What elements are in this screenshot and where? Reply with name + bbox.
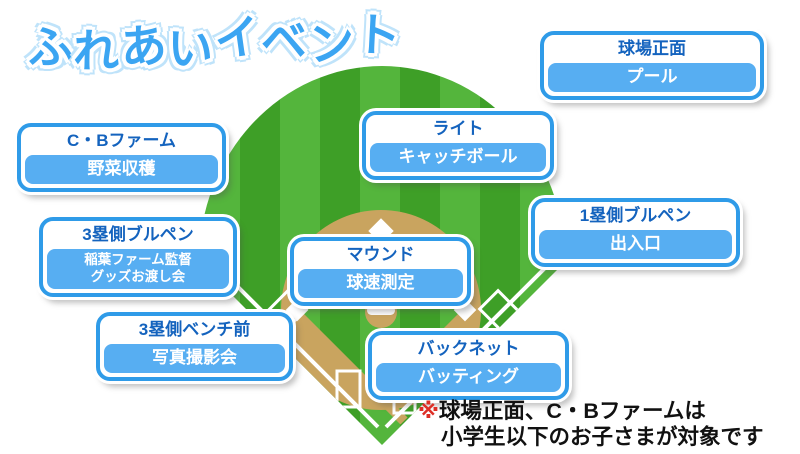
- callout-cb-farm: C・Bファーム 野菜収穫: [17, 123, 226, 192]
- location-label: ライト: [432, 119, 484, 138]
- callout-entrance: 球場正面 プール: [540, 31, 764, 100]
- callout-mound: マウンド 球速測定: [290, 237, 471, 306]
- note-line-1: ※球場正面、C・Bファームは: [418, 399, 764, 425]
- activity-line-2: グッズお渡し会: [90, 268, 186, 284]
- title-char: ト: [353, 8, 404, 63]
- location-label: 1塁側ブルペン: [579, 206, 692, 225]
- activity-label: キャッチボール: [370, 142, 546, 172]
- note-line-1-text: 球場正面、C・Bファームは: [438, 399, 706, 423]
- callout-bullpen-3: 3塁側ブルペン 稲葉ファーム監督 グッズお渡し会: [39, 217, 237, 298]
- location-label: バックネット: [417, 339, 520, 358]
- note-marker: ※: [418, 399, 439, 423]
- event-title: ふれあいイベント: [24, 0, 404, 77]
- pitching-rubber: [367, 306, 395, 315]
- activity-label: プール: [548, 62, 756, 92]
- title-char: あ: [118, 18, 170, 75]
- location-label: 球場正面: [618, 39, 686, 58]
- title-char: れ: [72, 24, 121, 78]
- activity-label: 出入口: [539, 229, 732, 259]
- callout-bullpen-1: 1塁側ブルペン 出入口: [531, 198, 740, 267]
- title-char: イ: [211, 9, 265, 68]
- note-line-2: 小学生以下のお子さまが対象です: [441, 424, 764, 449]
- activity-label: 野菜収穫: [25, 154, 218, 184]
- callout-right-field: ライト キャッチボール: [362, 111, 554, 180]
- title-char: ベ: [260, 13, 309, 68]
- activity-label: 写真撮影会: [104, 343, 285, 373]
- callout-bench-3: 3塁側ベンチ前 写真撮影会: [96, 312, 293, 381]
- location-label: 3塁側ブルペン: [82, 225, 194, 244]
- batter-box-left: [335, 369, 362, 409]
- title-char: ン: [305, 14, 359, 72]
- location-label: マウンド: [346, 245, 415, 264]
- location-label: 3塁側ベンチ前: [138, 320, 251, 339]
- activity-line-1: 稲葉ファーム監督: [84, 251, 192, 267]
- foul-line-left: [207, 256, 380, 429]
- activity-label: バッティング: [376, 362, 561, 392]
- age-restriction-note: ※球場正面、C・Bファームは 小学生以下のお子さまが対象です: [418, 399, 764, 451]
- title-char: ふ: [23, 18, 77, 76]
- third-base-path: [289, 306, 408, 425]
- activity-label: 稲葉ファーム監督 グッズお渡し会: [47, 248, 229, 290]
- callout-backnet: バックネット バッティング: [368, 331, 569, 400]
- location-label: C・Bファーム: [66, 131, 177, 150]
- activity-label: 球速測定: [298, 268, 463, 298]
- title-char: い: [166, 22, 216, 76]
